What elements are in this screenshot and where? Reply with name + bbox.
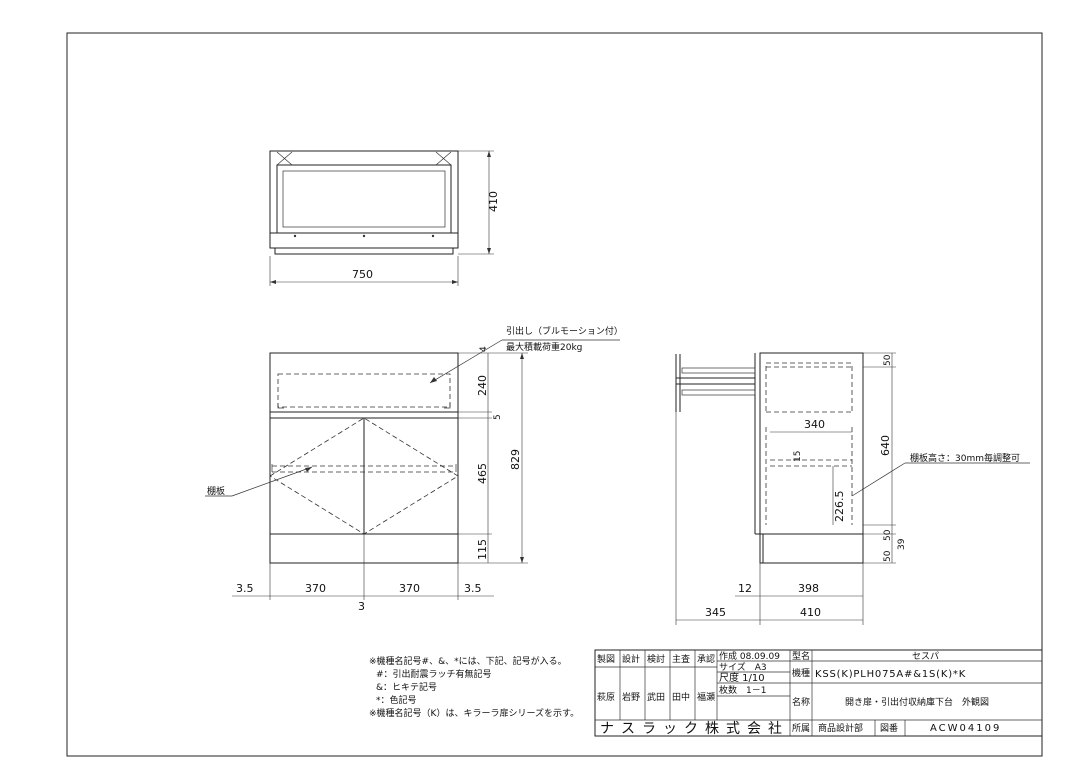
- dim-side-410: 410: [800, 606, 821, 619]
- dim-shelf-position: 226.5: [833, 491, 846, 523]
- note-line-4: *：色記号: [376, 694, 417, 706]
- sheet-count: 枚数 1－1: [719, 684, 766, 696]
- role-5: 承認: [697, 653, 715, 665]
- paper-size: サイズ A3: [719, 661, 767, 673]
- created-date: 作成 08.09.09: [719, 650, 780, 662]
- dim-side-bottom-3: 50: [883, 550, 893, 562]
- note-line-5: ※機種名記号（K）は、キラーラ扉シリーズを示す。: [369, 707, 579, 719]
- dim-side-top: 50: [883, 354, 893, 366]
- name-label: 名称: [792, 696, 810, 708]
- dim-center-gap: 3: [358, 600, 365, 613]
- role-2: 設計: [622, 653, 640, 665]
- title-block: 製図 設計 検討 主査 承認 萩原 岩野 武田 田中 福瀬 作成 08.09.0…: [594, 649, 1043, 737]
- name-5: 福瀬: [697, 691, 715, 703]
- drawing-scale: 尺度 1/10: [719, 671, 765, 684]
- dim-shelf-thickness: 15: [793, 451, 803, 462]
- drawing-number: ACW04109: [930, 723, 1001, 734]
- dim-total-height: 829: [509, 449, 522, 470]
- dim-top-height: 410: [487, 191, 500, 212]
- drawing-label: 図番: [880, 722, 898, 734]
- dim-top-width: 750: [352, 268, 373, 281]
- model-label: 型名: [792, 650, 810, 662]
- dept-label: 所属: [792, 723, 810, 734]
- dim-shelf-depth: 340: [804, 418, 825, 431]
- name-4: 田中: [672, 691, 690, 703]
- dept-value: 商品設計部: [818, 722, 863, 734]
- shelf-label: 棚板: [207, 485, 225, 497]
- shelf-height-note: 棚板高さ：30mm毎調整可: [910, 452, 1020, 464]
- name-value: 開き扉・引出付収納庫下台 外観図: [845, 696, 989, 708]
- note-line-2: #：引出耐震ラッチ有無記号: [376, 668, 492, 680]
- company-name: ナスラック株式会社: [600, 721, 789, 737]
- side-view: 50 640 50 39 50 340 15 226.5 棚板高さ：30mm毎調…: [675, 352, 1030, 625]
- top-view: 410 750: [269, 150, 500, 286]
- name-2: 岩野: [622, 691, 640, 703]
- model-value: セスパ: [912, 651, 939, 662]
- type-value: KSS(K)PLH075A#&1S(K)*K: [815, 669, 966, 680]
- front-view: 引出し（ブルモーション付） 最大積載荷重20kg 棚板 4 240 5 465 …: [205, 325, 623, 613]
- dim-side-bottom-2: 39: [897, 538, 907, 550]
- name-1: 萩原: [597, 692, 615, 703]
- dim-side-bottom-1: 50: [883, 529, 893, 541]
- drawer-note-2: 最大積載荷重20kg: [506, 341, 582, 353]
- dim-base-height: 115: [476, 539, 489, 560]
- dim-side-12: 12: [738, 582, 752, 595]
- sheet-border: [66, 32, 1043, 757]
- role-3: 検討: [647, 653, 665, 665]
- dim-door-width-1: 370: [305, 582, 326, 595]
- dim-gap: 5: [493, 414, 503, 420]
- dim-drawer-top: 4: [479, 346, 489, 352]
- dim-drawer-height: 240: [476, 375, 489, 396]
- note-line-1: ※機種名記号#、&、*には、下記、記号が入る。: [369, 655, 567, 667]
- role-4: 主査: [672, 653, 690, 665]
- dim-side-345: 345: [705, 606, 726, 619]
- role-1: 製図: [597, 653, 615, 665]
- dim-door-height: 465: [476, 463, 489, 484]
- dim-side-middle: 640: [879, 435, 892, 456]
- notes-block: ※機種名記号#、&、*には、下記、記号が入る。 #：引出耐震ラッチ有無記号 &：…: [369, 655, 579, 719]
- type-label: 機種: [792, 667, 810, 679]
- name-3: 武田: [647, 691, 665, 703]
- dim-door-width-2: 370: [399, 582, 420, 595]
- dim-left-margin: 3.5: [236, 582, 254, 595]
- dim-right-margin: 3.5: [464, 582, 482, 595]
- drawer-note-1: 引出し（ブルモーション付）: [506, 325, 623, 337]
- note-line-3: &：ヒキテ記号: [376, 681, 437, 693]
- dim-side-398: 398: [798, 582, 819, 595]
